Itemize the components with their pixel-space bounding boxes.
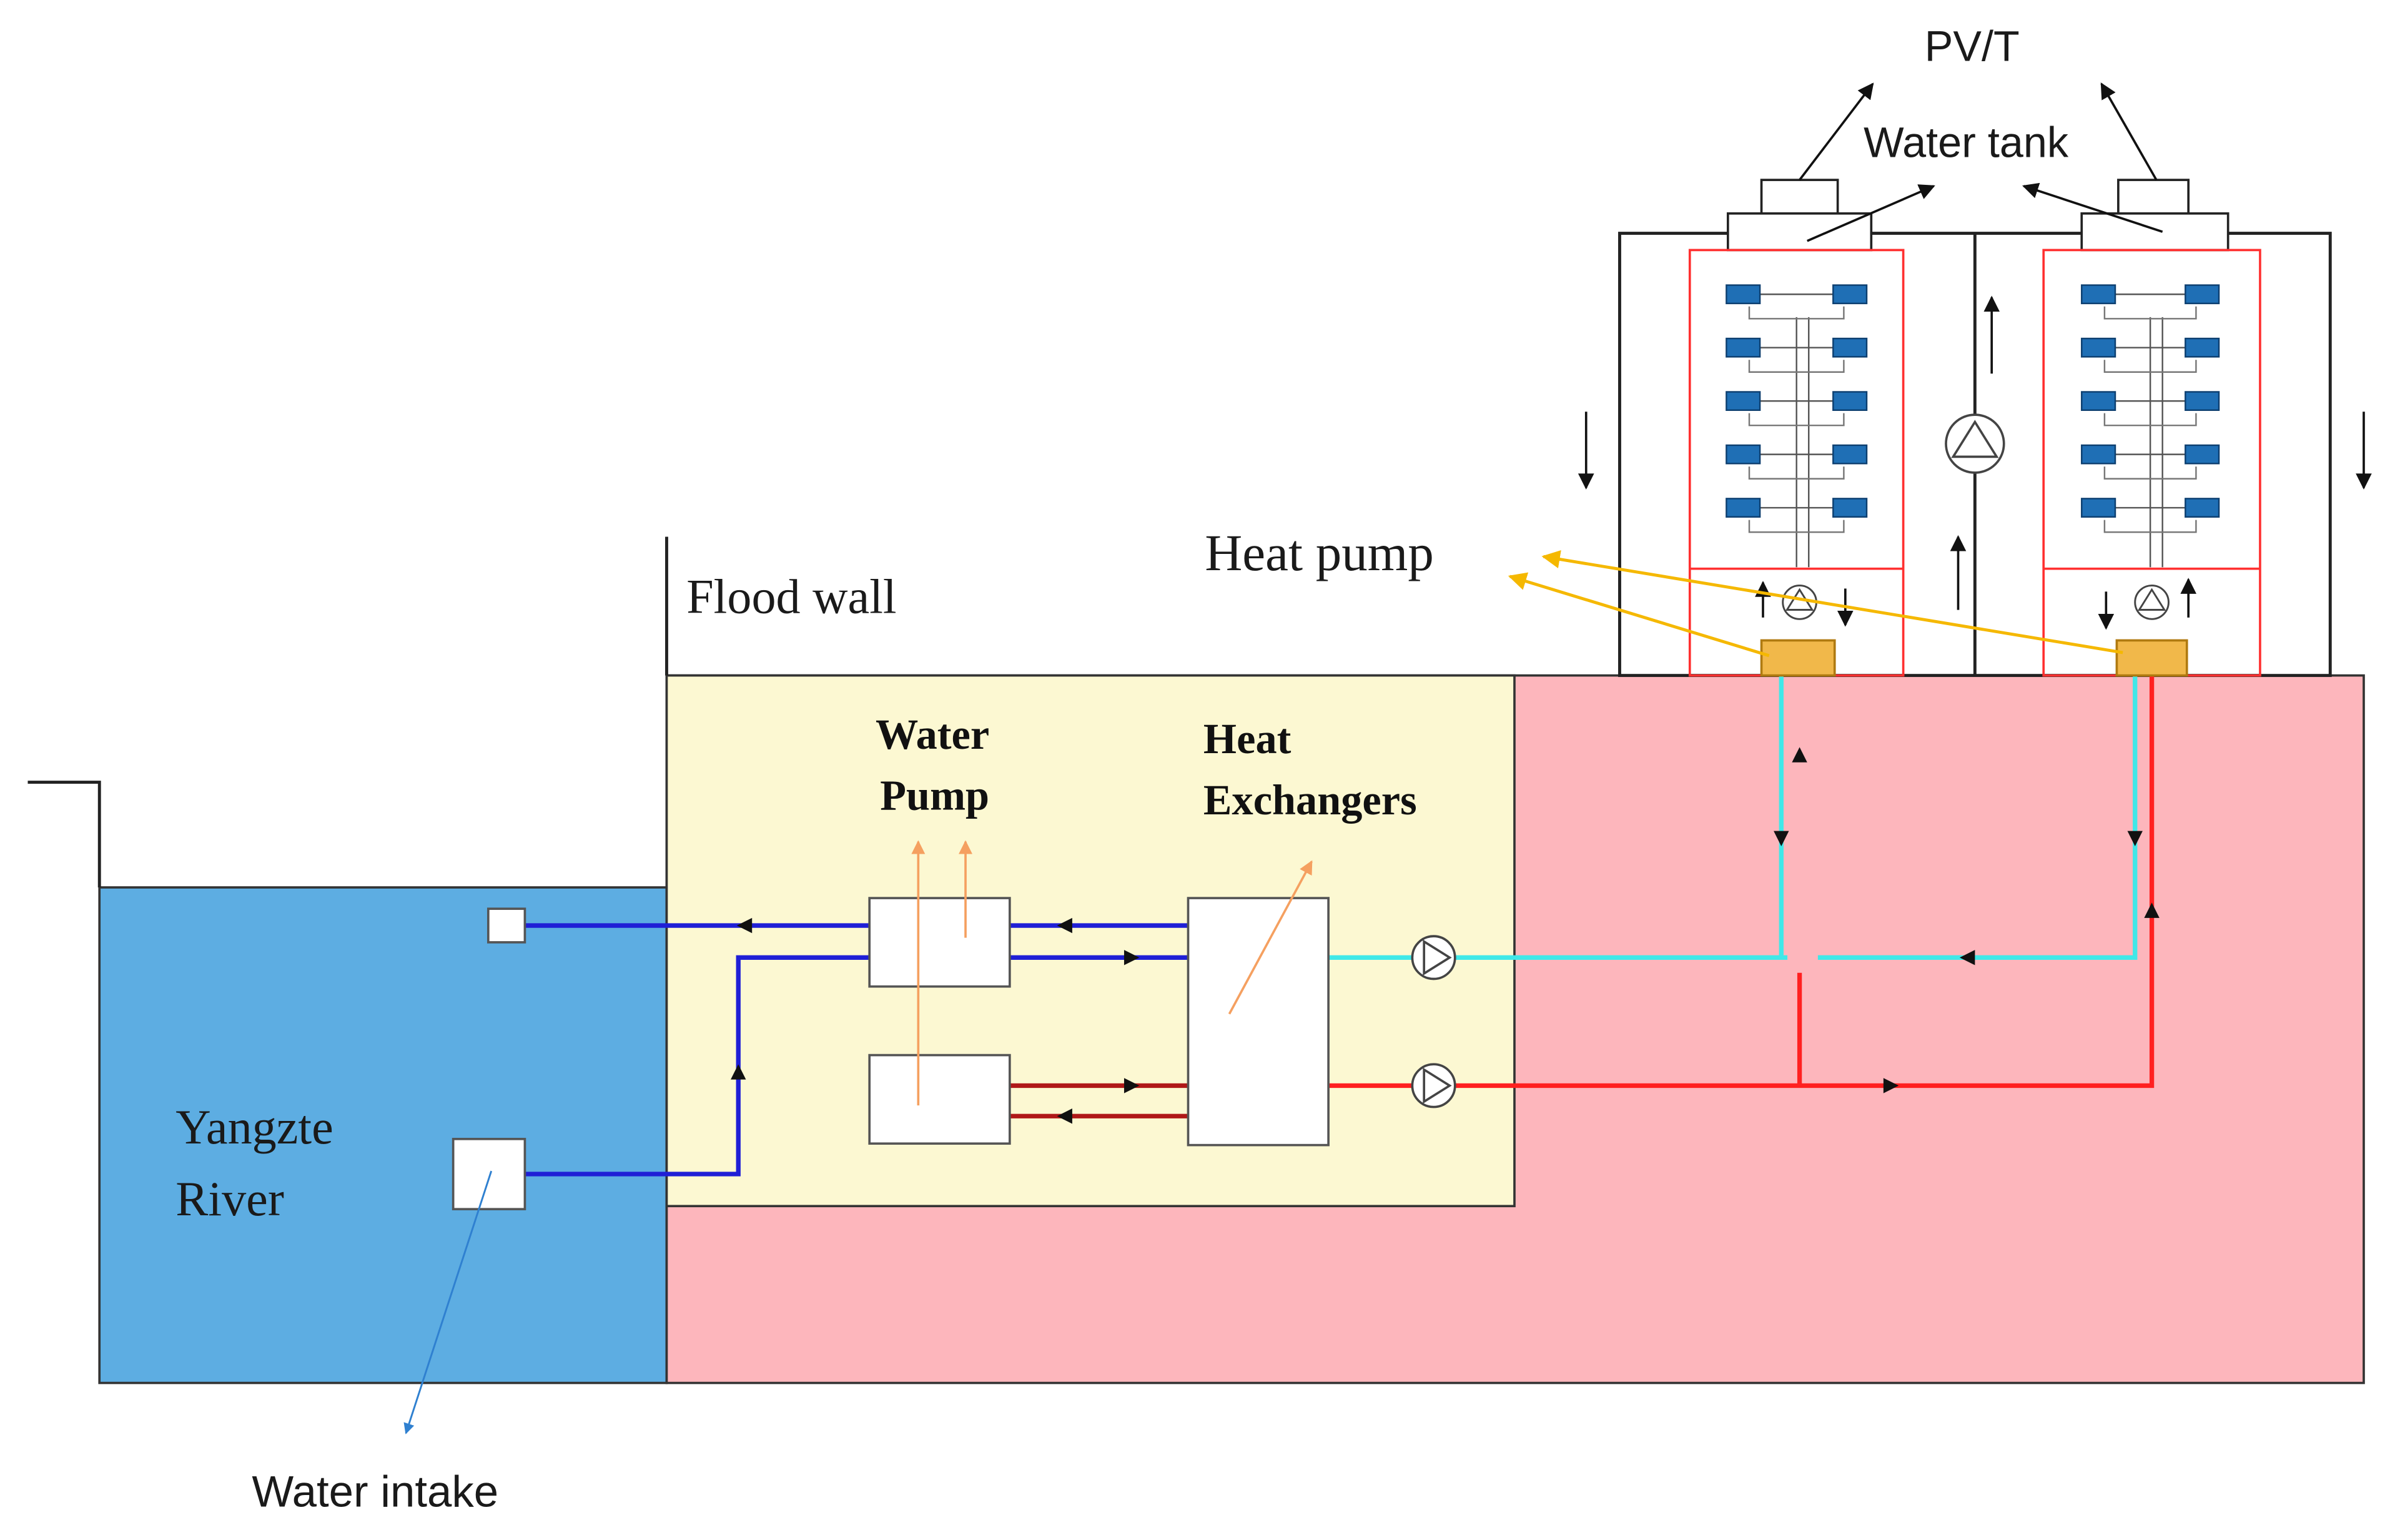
heat-exchanger [1187,897,1330,1147]
water-tank-left [1727,212,1873,252]
heat-exchangers-label-line2: Exchangers [1203,776,1417,824]
water-pump-label-line2: Pump [880,771,989,819]
terminal-return [2103,360,2197,373]
river-outlet [486,907,526,944]
terminal-return [1748,360,1845,373]
pump-circle-icon [1411,1063,1456,1108]
arrowhead-icon [1792,747,1807,763]
river-label-line1: Yangzte [175,1100,333,1154]
arrowhead-icon [1883,1078,1899,1093]
cold-return-main-b [1817,675,2138,960]
heat-pump-arrow-right [1541,550,2123,654]
terminal-unit [2185,444,2220,465]
circulation-pumps [1411,413,2170,1108]
water-pump-upper [868,897,1011,988]
water-tank-right [2080,212,2230,252]
water-tank-label: Water tank [1864,119,2069,166]
terminal-unit [1832,444,1868,465]
heat-exchanger-arrow [1228,860,1313,1015]
terminal-return [1748,466,1845,480]
terminal-units [1726,284,2220,568]
terminal-unit [2185,391,2220,412]
pvt-arrow-left [1799,82,1874,181]
water-intake-box [452,1138,526,1211]
backgrounds [27,536,2365,1385]
water-pump-label-line1: Water [876,711,989,758]
terminal-return [2103,466,2197,480]
arrowhead-icon [1123,950,1140,965]
arrowhead-icon [2127,831,2143,847]
river-label-line2: River [175,1172,284,1226]
pump-circle-icon [1411,935,1456,980]
terminal-unit [1832,337,1868,358]
equipment [452,639,2188,1211]
heat-pump-arrow-left [1508,572,1770,658]
terminal-return [2103,413,2197,427]
terminal-return [1748,413,1845,427]
water-intake-arrow [403,1170,493,1434]
pvt-arrow-right [2100,82,2158,181]
heat-exchangers-label-line1: Heat [1203,715,1291,763]
water-intake-label: Water intake [252,1467,498,1516]
pvt-module-right [2117,179,2190,215]
arrowhead-icon [1774,831,1789,847]
pipes [521,675,2155,1177]
terminal-unit [1726,391,1761,412]
arrowhead-icon [731,1064,746,1080]
terminal-return [1748,306,1845,320]
tank-arrow-right [2022,182,2163,233]
heat-pump-label: Heat pump [1205,524,1434,581]
arrowhead-icon [1057,917,1072,934]
labels: PV/T Water tank Heat pump Flood wall Wat… [175,23,2069,1517]
yangtze-river [98,886,668,1385]
pvt-label: PV/T [1925,23,2020,71]
arrowhead-icon [1959,950,1975,965]
arrowhead-icon [1123,1078,1140,1093]
terminal-unit [2081,444,2116,465]
pump-circle-icon [2134,585,2170,620]
water-pump-lower [868,1054,1011,1145]
label-arrows [403,82,2163,1434]
heat-pump-unit-right [2115,639,2188,677]
terminal-unit [1726,337,1761,358]
terminal-return [1748,520,1845,533]
terminal-return [2103,306,2197,320]
pipe-flow-arrows [731,747,2160,1124]
arrowhead-icon [1057,1108,1072,1124]
pvt-module-left [1760,179,1839,215]
terminal-unit [2081,337,2116,358]
heat-pump-unit-left [1760,639,1836,677]
tank-arrow-left [1807,184,1935,242]
terminal-unit [1726,498,1761,518]
terminal-unit [1832,391,1868,412]
terminal-unit [1726,444,1761,465]
plant-room [665,674,1516,1208]
terminal-unit [2185,337,2220,358]
river-bank [27,781,101,888]
flood-wall-label: Flood wall [686,570,896,624]
terminal-unit [2185,284,2220,305]
terminal-unit [1726,284,1761,305]
hot-supply-main [1328,675,2155,1088]
arrowhead-icon [736,917,753,934]
terminal-unit [1832,498,1868,518]
arrowhead-icon [2144,902,2160,918]
terminal-unit [1832,284,1868,305]
terminal-unit [2081,498,2116,518]
terminal-unit [2185,498,2220,518]
terminal-unit [2081,284,2116,305]
pump-circle-icon [1945,413,2005,474]
terminal-return [2103,520,2197,533]
terminal-unit [2081,391,2116,412]
